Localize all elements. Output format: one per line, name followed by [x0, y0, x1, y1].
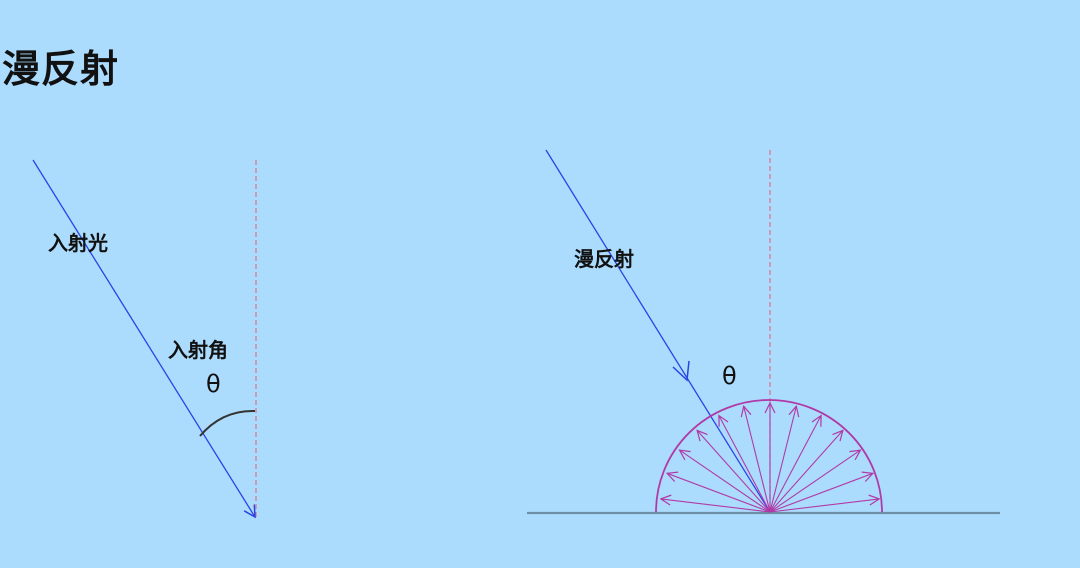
incident-ray-arrowhead: [672, 360, 690, 382]
scattered-ray: [667, 473, 771, 513]
theta-symbol-left: θ: [206, 370, 221, 398]
scattered-ray: [769, 416, 821, 513]
page-title: 漫反射: [2, 47, 120, 91]
incident-light-label: 入射光: [48, 231, 108, 255]
scattered-ray: [769, 450, 861, 513]
scattered-rays: [661, 403, 879, 513]
diffuse-label: 漫反射: [574, 247, 634, 271]
scattered-ray: [719, 416, 771, 513]
scattered-ray: [769, 430, 843, 513]
incident-ray-left: [32, 159, 256, 519]
scattered-ray: [769, 499, 879, 513]
incident-angle-label: 入射角: [168, 338, 228, 362]
incident-ray-right: [545, 149, 771, 513]
left-diagram: 入射光 入射角 θ: [32, 159, 257, 519]
scattered-ray: [769, 406, 796, 513]
scatter-hemisphere: [655, 399, 883, 513]
scattered-ray: [697, 430, 771, 513]
angle-arc-left: [199, 409, 256, 437]
scattered-ray: [744, 406, 771, 513]
theta-symbol-right: θ: [722, 362, 737, 390]
scattered-ray: [661, 499, 771, 513]
scattered-ray: [769, 473, 873, 513]
scattered-ray: [680, 450, 771, 513]
right-diagram: 漫反射 θ: [527, 149, 1000, 515]
